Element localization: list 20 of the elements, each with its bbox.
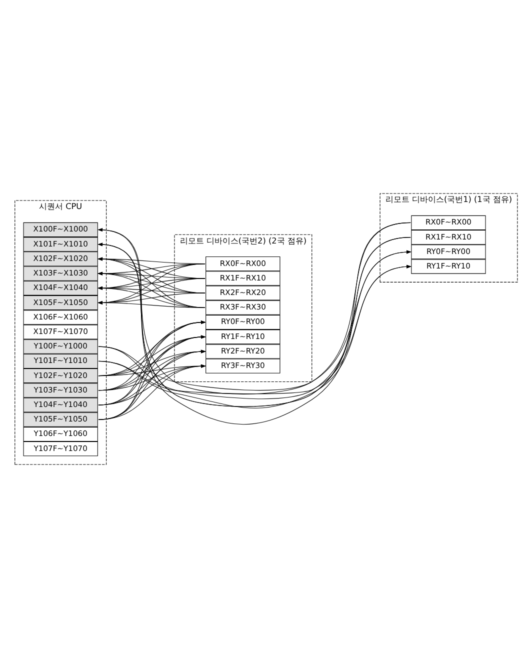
arrow <box>98 350 206 406</box>
arrow <box>98 286 206 308</box>
arrow <box>98 257 206 308</box>
arrow <box>98 364 206 420</box>
arrow <box>98 350 206 391</box>
arrow <box>98 278 206 304</box>
arrow <box>98 264 206 304</box>
arrow <box>98 292 206 304</box>
arrow <box>98 335 206 391</box>
arrow <box>98 335 206 376</box>
arrow <box>98 320 206 376</box>
arrow <box>98 301 206 308</box>
arrow <box>98 364 206 376</box>
arrow <box>98 364 206 406</box>
arrow <box>98 364 206 391</box>
arrow <box>98 272 206 308</box>
arrow <box>98 350 206 420</box>
arrow <box>98 350 206 376</box>
arrow <box>98 320 206 391</box>
arrow <box>98 335 206 406</box>
